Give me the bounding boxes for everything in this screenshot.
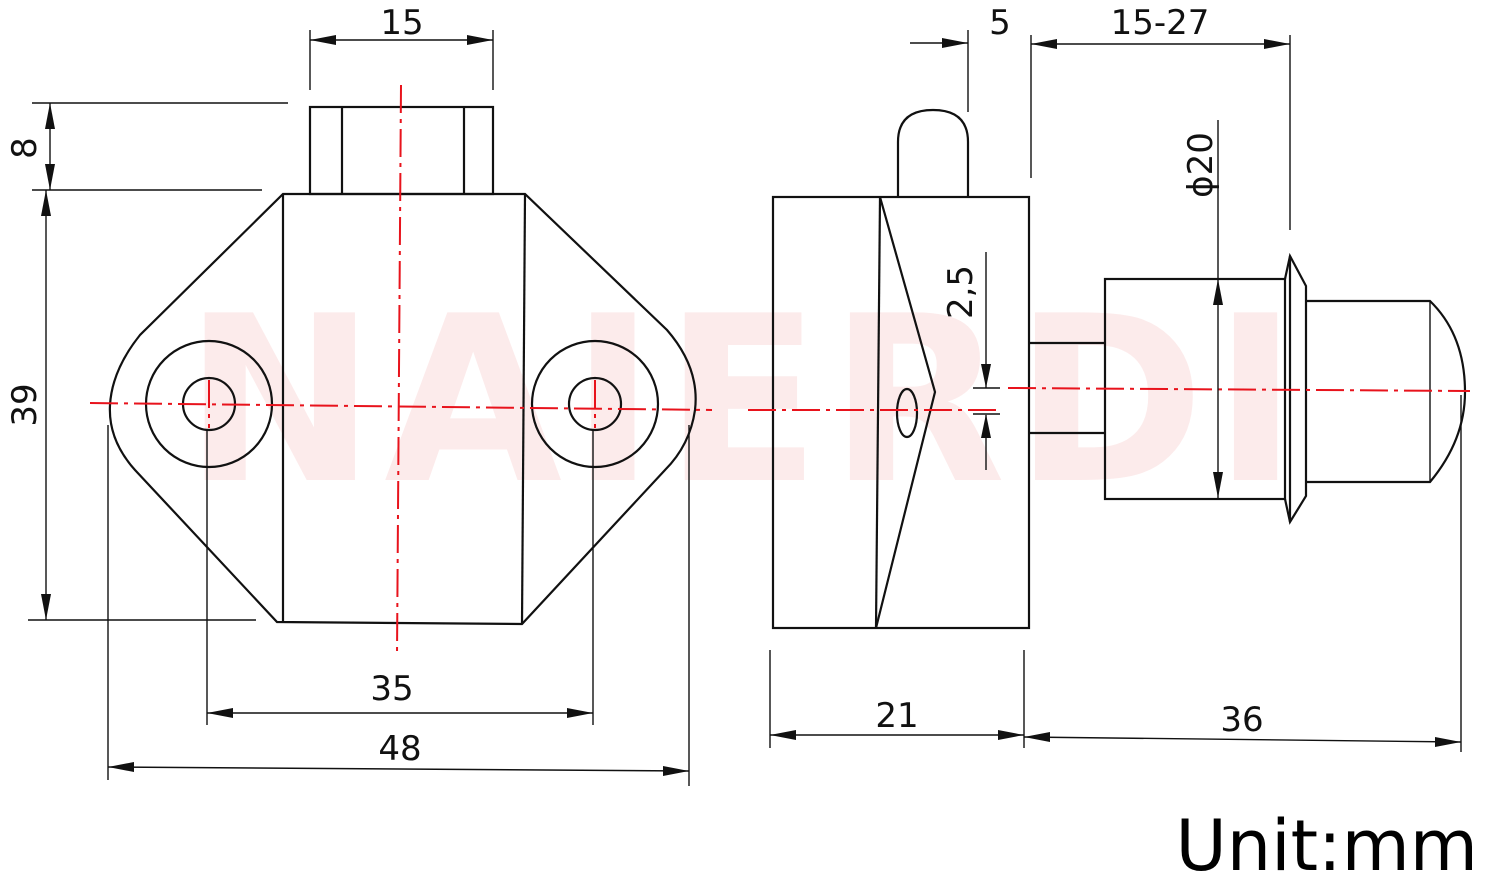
dim-hole-spacing: 35 [206,430,594,725]
svg-text:2,5: 2,5 [941,265,981,319]
front-vertical-centerline [396,84,402,656]
dim-button-travel: 5 [910,3,1011,112]
side-slot [895,387,919,439]
dim-body-depth: 21 [769,650,1025,748]
svg-text:36: 36 [1220,700,1263,740]
dim-shaft-length: 36 [1023,395,1462,752]
svg-text:15: 15 [380,3,423,43]
unit-label: Unit:mm [1176,805,1478,879]
svg-text:5: 5 [989,3,1011,43]
svg-text:48: 48 [378,729,421,769]
right-mount-ring [530,339,660,469]
svg-text:15-27: 15-27 [1111,3,1210,43]
svg-text:ϕ20: ϕ20 [1181,132,1221,198]
svg-text:35: 35 [370,669,413,709]
svg-text:8: 8 [5,137,45,159]
dim-panel-thickness: 15-27 [1030,3,1291,230]
dim-diameter: ϕ20 [1181,120,1223,498]
side-push-button [896,108,970,197]
right-mount-hole [567,376,623,432]
front-horizontal-centerline [89,402,713,411]
side-view [748,108,1471,630]
svg-text:21: 21 [875,696,918,736]
front-view [89,84,713,656]
dim-overall-width: 48 [107,425,690,786]
dim-body-height: 39 [5,190,256,621]
side-centerline-right [1007,387,1471,392]
dim-top-height: 8 [5,102,288,191]
side-body [771,195,1031,630]
dim-top-width: 15 [309,3,494,90]
dim-slot-width: 2,5 [941,252,1000,470]
svg-text:39: 39 [5,383,45,426]
watermark: NAIERDI [184,268,1307,535]
side-dome-head [1306,299,1467,484]
